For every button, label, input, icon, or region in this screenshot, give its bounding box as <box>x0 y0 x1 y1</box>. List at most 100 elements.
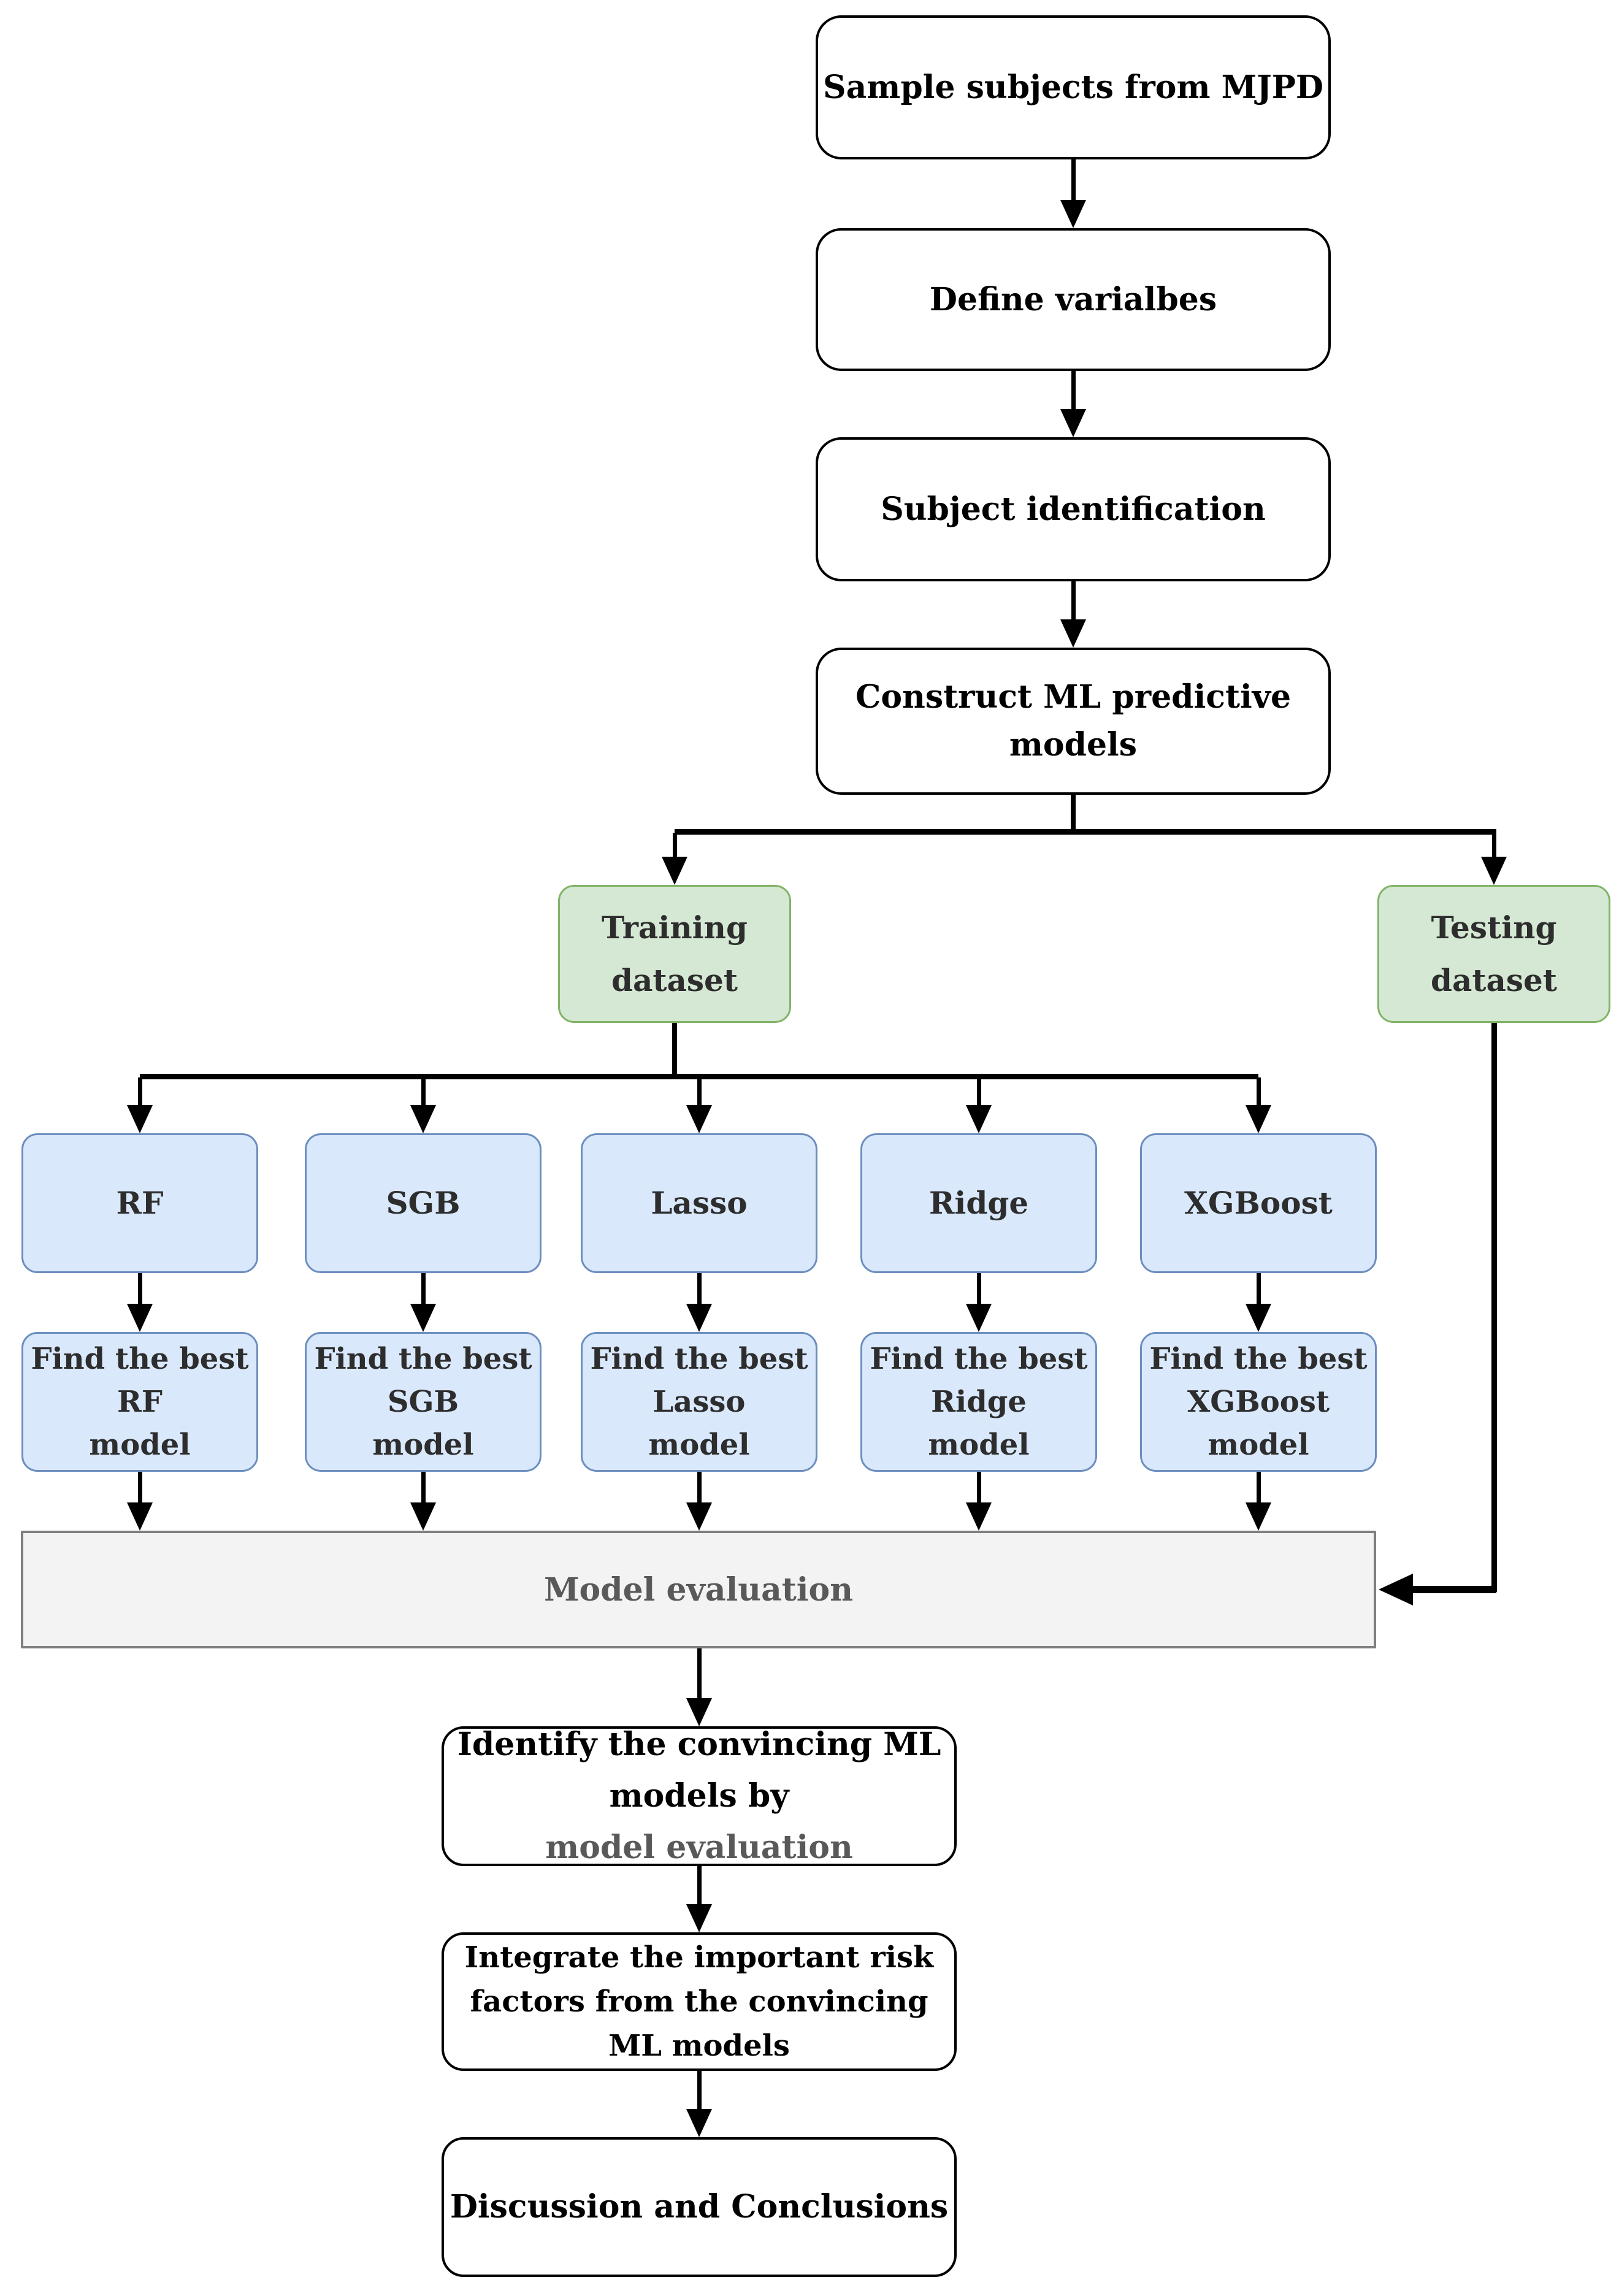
node-label-line: Find the best <box>590 1342 808 1376</box>
node-model-ridge: Ridge <box>860 1133 1097 1273</box>
arrow-stem <box>421 1273 426 1304</box>
arrow-stem <box>976 1077 981 1105</box>
arrowhead-down-icon <box>410 1304 436 1332</box>
arrow-stem <box>1256 1273 1261 1304</box>
arrowhead-down-icon <box>966 1502 992 1531</box>
arrow-to-xgboost <box>1245 1077 1272 1133</box>
node-subject-identification: Subject identification <box>816 437 1331 581</box>
node-define-variables: Define varialbes <box>816 228 1331 371</box>
node-model-rf: RF <box>21 1133 258 1273</box>
node-label-line: Identify the convincing ML <box>457 1726 941 1763</box>
node-find-best-ridge: Find the best Ridge model <box>860 1332 1097 1472</box>
arrow-stem <box>1256 1472 1261 1502</box>
node-label-line: SGB <box>387 1385 459 1419</box>
connector-testing-vertical <box>1491 1023 1497 1592</box>
node-label-line: model <box>928 1428 1030 1462</box>
arrow-find-sgb-to-eval <box>410 1472 437 1531</box>
node-sample-subjects: Sample subjects from MJPD <box>816 15 1331 159</box>
arrowhead-down-icon <box>662 857 687 885</box>
arrow-integrate-to-discussion <box>686 2071 713 2137</box>
connector-construct-stub <box>1071 795 1076 834</box>
arrow-stem <box>1071 371 1076 409</box>
arrowhead-down-icon <box>686 1698 712 1726</box>
arrowhead-down-icon <box>1060 619 1086 648</box>
node-model-sgb: SGB <box>305 1133 542 1273</box>
node-label-line: RF <box>117 1385 163 1419</box>
arrowhead-down-icon <box>966 1105 992 1133</box>
connector-testing-horizontal <box>1408 1586 1496 1593</box>
arrowhead-down-icon <box>127 1502 153 1531</box>
node-construct-ml-models: Construct ML predictive models <box>816 648 1331 795</box>
arrowhead-down-icon <box>1060 409 1086 437</box>
arrow-stem <box>697 2071 702 2109</box>
node-model-xgboost: XGBoost <box>1140 1133 1377 1273</box>
node-discussion-conclusions: Discussion and Conclusions <box>442 2137 957 2277</box>
node-find-best-sgb: Find the best SGB model <box>305 1332 542 1472</box>
arrow-stem <box>697 1472 702 1502</box>
node-label-line: ML models <box>608 2029 790 2063</box>
node-label-line: Find the best <box>31 1342 249 1376</box>
arrowhead-down-icon <box>410 1105 436 1133</box>
arrow-to-sgb <box>410 1077 437 1133</box>
arrow-sgb-to-find <box>410 1273 437 1332</box>
node-label-line: Testing <box>1431 909 1557 946</box>
node-label-line: models <box>1009 726 1138 763</box>
node-find-best-rf: Find the best RF model <box>21 1332 258 1472</box>
node-label-line: dataset <box>611 962 738 998</box>
arrowhead-down-icon <box>410 1502 436 1531</box>
arrowhead-left-icon <box>1379 1574 1413 1605</box>
arrow-subject-to-construct <box>1060 581 1087 648</box>
node-label-line: factors from the convincing <box>470 1984 928 2019</box>
node-label-line: Lasso <box>653 1385 746 1419</box>
node-label-line: model <box>89 1428 191 1462</box>
arrow-lasso-to-find <box>686 1273 713 1332</box>
arrowhead-down-icon <box>1246 1105 1271 1133</box>
node-label-line: Integrate the important risk <box>464 1940 934 1975</box>
arrow-stem <box>1071 159 1076 200</box>
connector-training-stub <box>672 1023 677 1079</box>
node-label-line: model <box>372 1428 474 1462</box>
arrow-to-ridge <box>965 1077 992 1133</box>
arrow-stem <box>697 1273 702 1304</box>
arrow-stem <box>672 833 677 857</box>
node-find-best-lasso: Find the best Lasso model <box>581 1332 817 1472</box>
arrow-define-to-subject <box>1060 371 1087 437</box>
node-label-line: XGBoost <box>1187 1385 1330 1419</box>
arrow-stem <box>421 1472 426 1502</box>
node-find-best-xgboost: Find the best XGBoost model <box>1140 1332 1377 1472</box>
arrow-stem <box>697 1866 702 1904</box>
arrow-to-training <box>661 833 688 885</box>
node-label-line: Find the best <box>314 1342 532 1376</box>
node-label-part: models by <box>609 1777 789 1815</box>
arrow-stem <box>976 1273 981 1304</box>
node-label-line: models by model evaluation <box>545 1770 853 1873</box>
arrow-stem <box>137 1472 142 1502</box>
node-model-evaluation: Model evaluation <box>21 1531 1376 1648</box>
arrow-to-lasso <box>686 1077 713 1133</box>
arrowhead-down-icon <box>686 1304 712 1332</box>
connector-branch-models <box>140 1074 1258 1079</box>
arrowhead-down-icon <box>966 1304 992 1332</box>
arrowhead-down-icon <box>686 1105 712 1133</box>
arrow-find-rf-to-eval <box>126 1472 153 1531</box>
arrowhead-down-icon <box>686 1502 712 1531</box>
node-label-line: Find the best <box>870 1342 1088 1376</box>
arrow-find-xgboost-to-eval <box>1245 1472 1272 1531</box>
arrowhead-down-icon <box>127 1105 153 1133</box>
node-identify-convincing-models: Identify the convincing ML models by mod… <box>442 1726 957 1866</box>
arrow-stem <box>697 1077 702 1105</box>
arrow-xgboost-to-find <box>1245 1273 1272 1332</box>
arrowhead-down-icon <box>1246 1502 1271 1531</box>
arrow-find-lasso-to-eval <box>686 1472 713 1531</box>
node-label-line: Training <box>602 909 748 946</box>
arrowhead-down-icon <box>1060 200 1086 228</box>
arrow-stem <box>137 1077 142 1105</box>
arrow-stem <box>137 1273 142 1304</box>
arrow-sample-to-define <box>1060 159 1087 228</box>
arrow-identify-to-integrate <box>686 1866 713 1932</box>
arrow-stem <box>421 1077 426 1105</box>
connector-branch-datasets <box>675 829 1496 835</box>
arrowhead-down-icon <box>1481 857 1507 885</box>
arrowhead-down-icon <box>127 1304 153 1332</box>
